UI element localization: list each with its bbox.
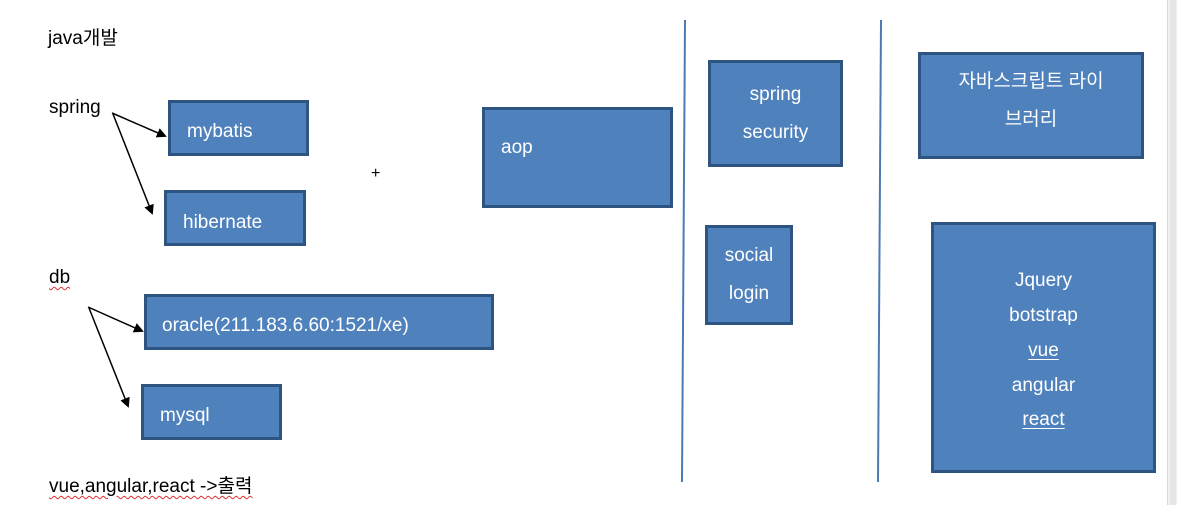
scrollbar-thumb[interactable] [1170, 0, 1176, 505]
hibernate-label: hibernate [183, 212, 263, 233]
mybatis-box[interactable]: mybatis [168, 100, 309, 156]
output-note: vue,angular,react ->출력 [49, 477, 252, 496]
vertical-scrollbar[interactable] [1167, 0, 1177, 505]
output-note-text: vue,angular,react ->출력 [49, 476, 253, 497]
frontend-frameworks-box[interactable]: Jquery botstrap vue angular react [931, 222, 1156, 473]
mysql-label: mysql [160, 405, 210, 426]
arrow-spring-to-hibernate [112, 113, 154, 215]
spring-security-line-1: spring [749, 83, 802, 105]
arrow-db-to-mysql [88, 307, 130, 408]
framework-jquery: Jquery [1014, 270, 1073, 291]
java-dev-note: java개발 [48, 28, 118, 49]
plus-sign: + [371, 165, 381, 182]
social-login-box[interactable]: social login [705, 225, 793, 325]
spring-security-line-2: security [742, 121, 809, 143]
mysql-box[interactable]: mysql [141, 384, 282, 440]
divider-2 [877, 19, 882, 483]
db-note: db [49, 267, 71, 288]
js-library-box[interactable]: 자바스크립트 라이 브러리 [918, 52, 1144, 159]
divider-1 [681, 19, 686, 483]
oracle-box[interactable]: oracle(211.183.6.60:1521/xe) [144, 294, 494, 350]
social-login-line-1: social [724, 245, 774, 267]
mybatis-label: mybatis [187, 121, 253, 142]
framework-vue: vue [1028, 339, 1059, 361]
hibernate-box[interactable]: hibernate [164, 190, 306, 246]
js-library-line-2: 브러리 [1004, 108, 1058, 130]
spring-note: spring [49, 97, 101, 118]
arrow-spring-to-mybatis [111, 112, 167, 138]
js-library-line-1: 자바스크립트 라이 [958, 71, 1104, 92]
arrow-db-to-oracle [87, 306, 144, 333]
framework-angular: angular [1011, 374, 1076, 396]
social-login-line-2: login [728, 283, 770, 304]
aop-box[interactable]: aop [482, 107, 673, 208]
oracle-label: oracle(211.183.6.60:1521/xe) [162, 315, 409, 336]
framework-react: react [1022, 409, 1065, 431]
framework-botstrap: botstrap [1009, 304, 1078, 326]
spring-security-box[interactable]: spring security [708, 60, 843, 167]
aop-label: aop [501, 137, 533, 158]
